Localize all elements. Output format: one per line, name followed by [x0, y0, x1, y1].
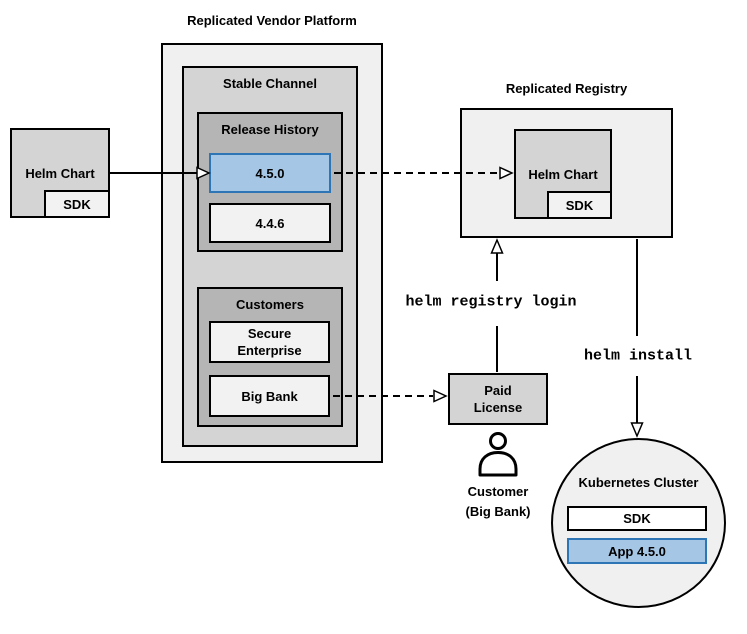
release-450-version: 4.5.0 [255, 165, 285, 181]
customer-caption-line2: (Big Bank) [465, 504, 531, 519]
customer-big-bank-box: Big Bank [209, 375, 330, 417]
customer-secure-enterprise-box: Secure Enterprise [209, 321, 330, 363]
release-history-label: Release History [221, 122, 319, 137]
registry-title: Replicated Registry [505, 81, 628, 96]
cluster-app-box: App 4.5.0 [567, 538, 707, 564]
cluster-app-label: App 4.5.0 [608, 543, 666, 559]
paid-license-label: Paid License [473, 383, 523, 415]
registry-helm-chart-label: Helm Chart [528, 166, 598, 182]
helm-registry-login-label: helm registry login [405, 293, 577, 311]
registry-sdk-box: SDK [547, 191, 612, 219]
stable-channel-label: Stable Channel [223, 76, 317, 91]
kubernetes-cluster-title: Kubernetes Cluster [578, 475, 699, 490]
vendor-platform-title: Replicated Vendor Platform [187, 13, 357, 28]
helm-install-label: helm install [583, 347, 693, 365]
cluster-sdk-box: SDK [567, 506, 707, 531]
cluster-sdk-label: SDK [623, 511, 651, 526]
customer-big-bank-name: Big Bank [241, 388, 298, 404]
customer-caption: Customer (Big Bank) [443, 482, 553, 522]
source-helm-chart-label: Helm Chart [25, 165, 95, 181]
customer-caption-line1: Customer [467, 484, 529, 499]
release-450-box: 4.5.0 [209, 153, 331, 193]
registry-sdk-label: SDK [565, 197, 594, 213]
release-446-version: 4.4.6 [255, 215, 285, 231]
registry-to-cluster-arrow [630, 239, 644, 438]
customers-label: Customers [236, 297, 304, 312]
paid-license-box: Paid License [448, 373, 548, 425]
customer-secure-enterprise-name: Secure Enterprise [237, 326, 302, 358]
release-446-box: 4.4.6 [209, 203, 331, 243]
source-sdk-box: SDK [44, 190, 110, 218]
customer-person-icon [478, 432, 518, 477]
source-sdk-label: SDK [63, 196, 91, 212]
